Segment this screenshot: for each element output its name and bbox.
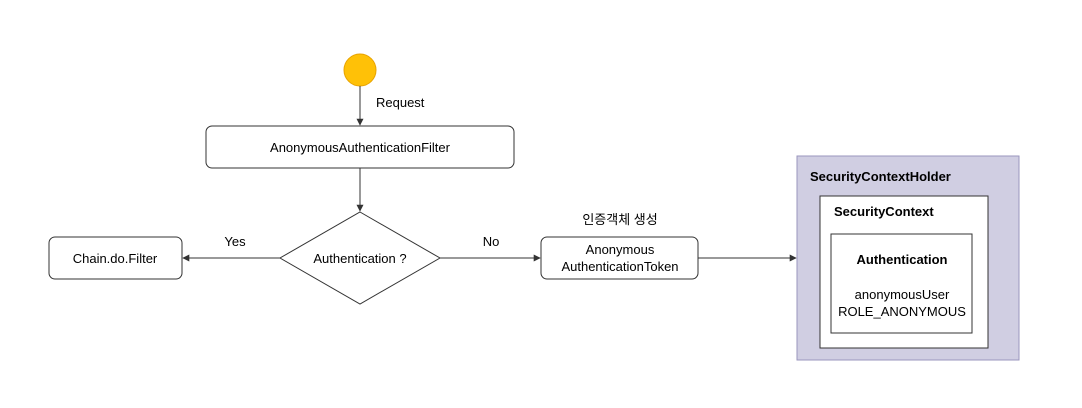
authentication-box xyxy=(830,233,973,334)
security-context-holder-title: SecurityContextHolder xyxy=(810,169,951,184)
chain-node-label: Chain.do.Filter xyxy=(73,251,158,266)
authentication-role: ROLE_ANONYMOUS xyxy=(838,304,966,319)
start-node xyxy=(343,53,377,87)
authentication-title: Authentication xyxy=(857,252,948,267)
filter-node-label: AnonymousAuthenticationFilter xyxy=(270,140,451,155)
decision-node xyxy=(278,211,442,305)
token-node-label-line1: Anonymous xyxy=(586,242,655,257)
edge-label-request: Request xyxy=(376,95,425,110)
token-node-label-line2: AuthenticationToken xyxy=(561,259,678,274)
authentication-user: anonymousUser xyxy=(855,287,950,302)
edge-label-yes: Yes xyxy=(224,234,246,249)
create-token-label: 인증객체 생성 xyxy=(582,212,657,227)
chain-node xyxy=(48,236,183,280)
decision-node-label: Authentication ? xyxy=(313,251,406,266)
security-context-title: SecurityContext xyxy=(834,204,934,219)
edge-label-no: No xyxy=(483,234,500,249)
